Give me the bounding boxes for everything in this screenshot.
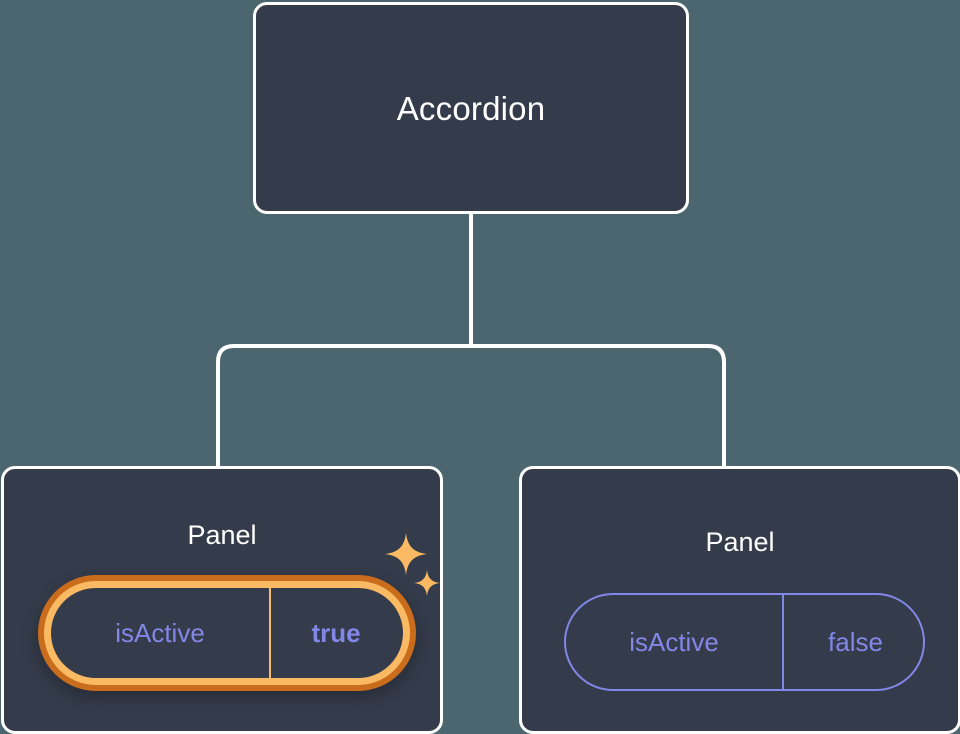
node-panel-active[interactable]: Panel isActive true bbox=[1, 466, 443, 734]
prop-pill-isactive-true[interactable]: isActive true bbox=[38, 575, 416, 691]
prop-key-label: isActive bbox=[115, 618, 205, 648]
node-panel-active-label: Panel bbox=[187, 520, 257, 550]
connector-branch-bus bbox=[216, 344, 726, 466]
prop-pill-isactive-false[interactable]: isActive false bbox=[564, 593, 925, 691]
sparkle-large-icon bbox=[385, 533, 427, 575]
node-accordion[interactable]: Accordion bbox=[253, 2, 689, 214]
sparkle-small-icon bbox=[414, 570, 440, 596]
node-accordion-label: Accordion bbox=[396, 89, 546, 127]
prop-value-label: true bbox=[269, 588, 401, 678]
node-panel-inactive-label: Panel bbox=[705, 527, 775, 557]
prop-value-label: false bbox=[782, 595, 927, 689]
node-panel-inactive[interactable]: Panel isActive false bbox=[519, 466, 960, 734]
prop-key-label: isActive bbox=[629, 627, 719, 657]
prop-pill-inner-ring: isActive true bbox=[44, 581, 410, 685]
